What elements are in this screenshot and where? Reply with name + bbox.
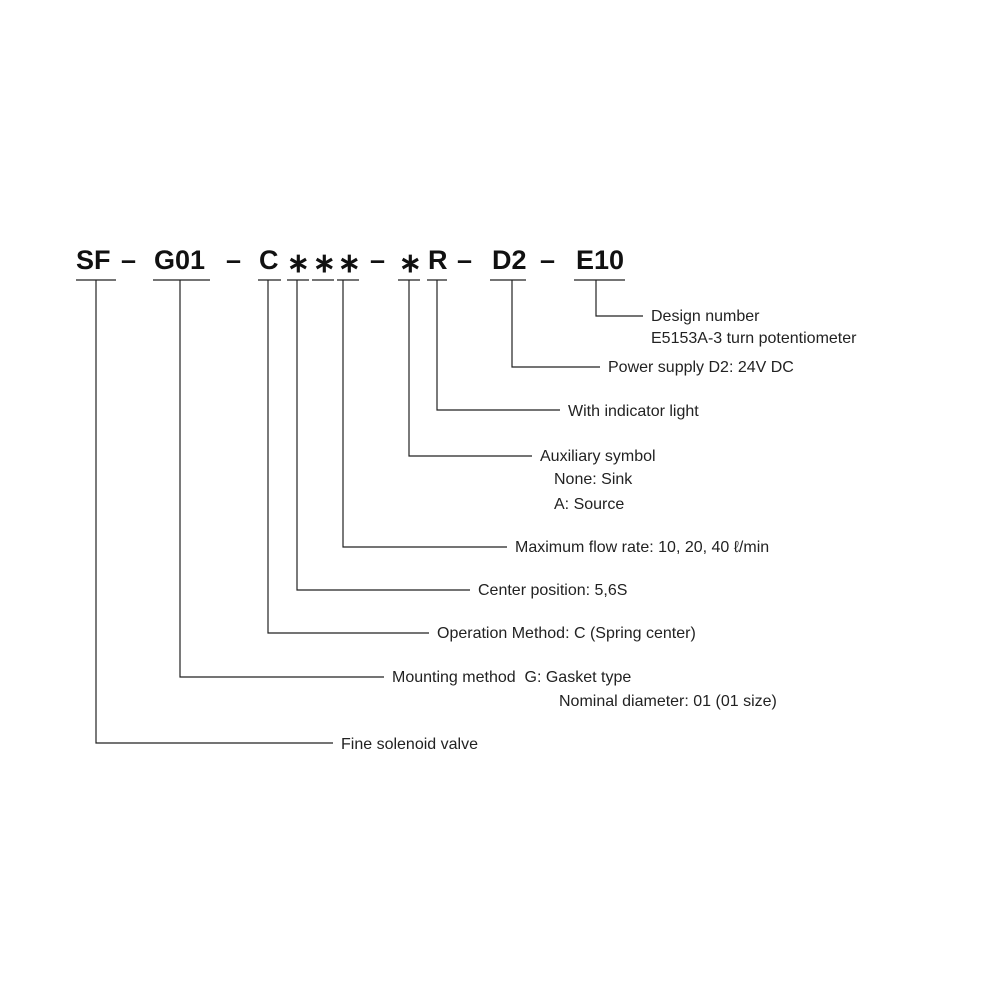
label-power-supply: Power supply D2: 24V DC <box>608 359 794 376</box>
label-operation-method: Operation Method: C (Spring center) <box>437 625 696 642</box>
label-max-flow-rate: Maximum flow rate: 10, 20, 40 ℓ/min <box>515 539 769 556</box>
label-design-number-detail: E5153A-3 turn potentiometer <box>651 330 857 347</box>
label-auxiliary-symbol: Auxiliary symbol <box>540 448 656 465</box>
leader-center-position <box>296 280 470 591</box>
code-separator: – <box>457 245 472 275</box>
leader-fine-solenoid-valve <box>95 280 333 744</box>
leader-lines <box>95 280 643 744</box>
label-auxiliary-sink: None: Sink <box>554 471 633 488</box>
code-separator: – <box>370 245 385 275</box>
code-segment-g01: G01 <box>154 245 205 275</box>
code-separator: – <box>121 245 136 275</box>
leader-power-supply <box>511 280 600 368</box>
leader-operation-method <box>267 280 429 634</box>
label-nominal-diameter: Nominal diameter: 01 (01 size) <box>559 693 777 710</box>
leader-max-flow-rate <box>342 280 507 548</box>
code-segment-asterisk: ∗ <box>287 248 310 278</box>
code-separator: – <box>540 245 555 275</box>
code-segment-e10: E10 <box>576 245 624 275</box>
code-segment-asterisk: ∗ <box>338 248 361 278</box>
callout-labels: Design number E5153A-3 turn potentiomete… <box>341 308 857 753</box>
code-segment-c: C <box>259 245 279 275</box>
code-segment-r: R <box>428 245 448 275</box>
label-indicator-light: With indicator light <box>568 403 699 420</box>
label-design-number: Design number <box>651 308 760 325</box>
label-fine-solenoid-valve: Fine solenoid valve <box>341 736 478 753</box>
leader-mounting-method <box>179 280 384 678</box>
leader-auxiliary-symbol <box>408 280 532 457</box>
label-center-position: Center position: 5,6S <box>478 582 627 599</box>
leader-design-number <box>595 280 643 317</box>
label-auxiliary-source: A: Source <box>554 496 624 513</box>
label-mounting-method: Mounting method G: Gasket type <box>392 669 631 686</box>
model-code: SF – G01 – C ∗ ∗ ∗ – ∗ R – D2 – E10 <box>76 245 624 278</box>
code-segment-asterisk: ∗ <box>313 248 336 278</box>
code-separator: – <box>226 245 241 275</box>
code-segment-d2: D2 <box>492 245 527 275</box>
code-segment-asterisk: ∗ <box>399 248 422 278</box>
leader-indicator-light <box>436 280 560 411</box>
code-segment-sf: SF <box>76 245 111 275</box>
